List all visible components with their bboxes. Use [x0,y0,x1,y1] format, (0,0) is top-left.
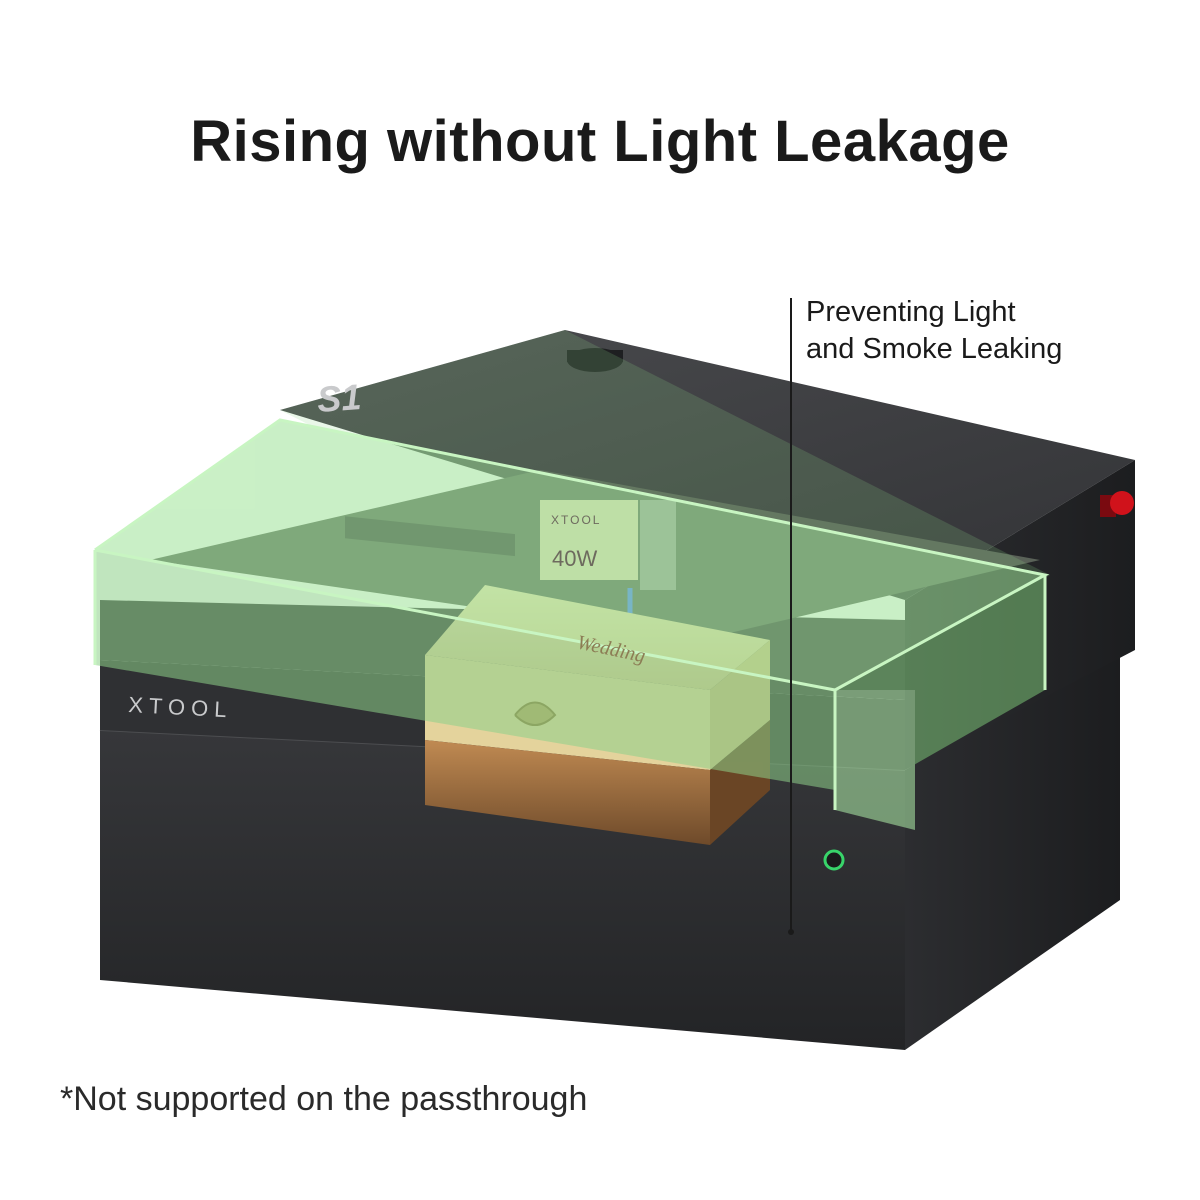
callout-text: Preventing Light and Smoke Leaking [806,294,1062,368]
module-power: 40W [552,546,597,571]
lid [95,330,1050,830]
module-brand: XTOOL [551,513,601,527]
callout-line1: Preventing Light [806,296,1016,328]
model-badge: S1 [316,376,363,420]
power-button [823,849,845,871]
brand-front: XTOOL [128,692,233,722]
lid-edges [93,418,1050,810]
callout-line2: and Smoke Leaking [806,333,1063,365]
footnote: *Not supported on the passthrough [60,1080,588,1118]
emergency-stop-button [1100,491,1134,517]
headline: Rising without Light Leakage [190,109,1010,174]
